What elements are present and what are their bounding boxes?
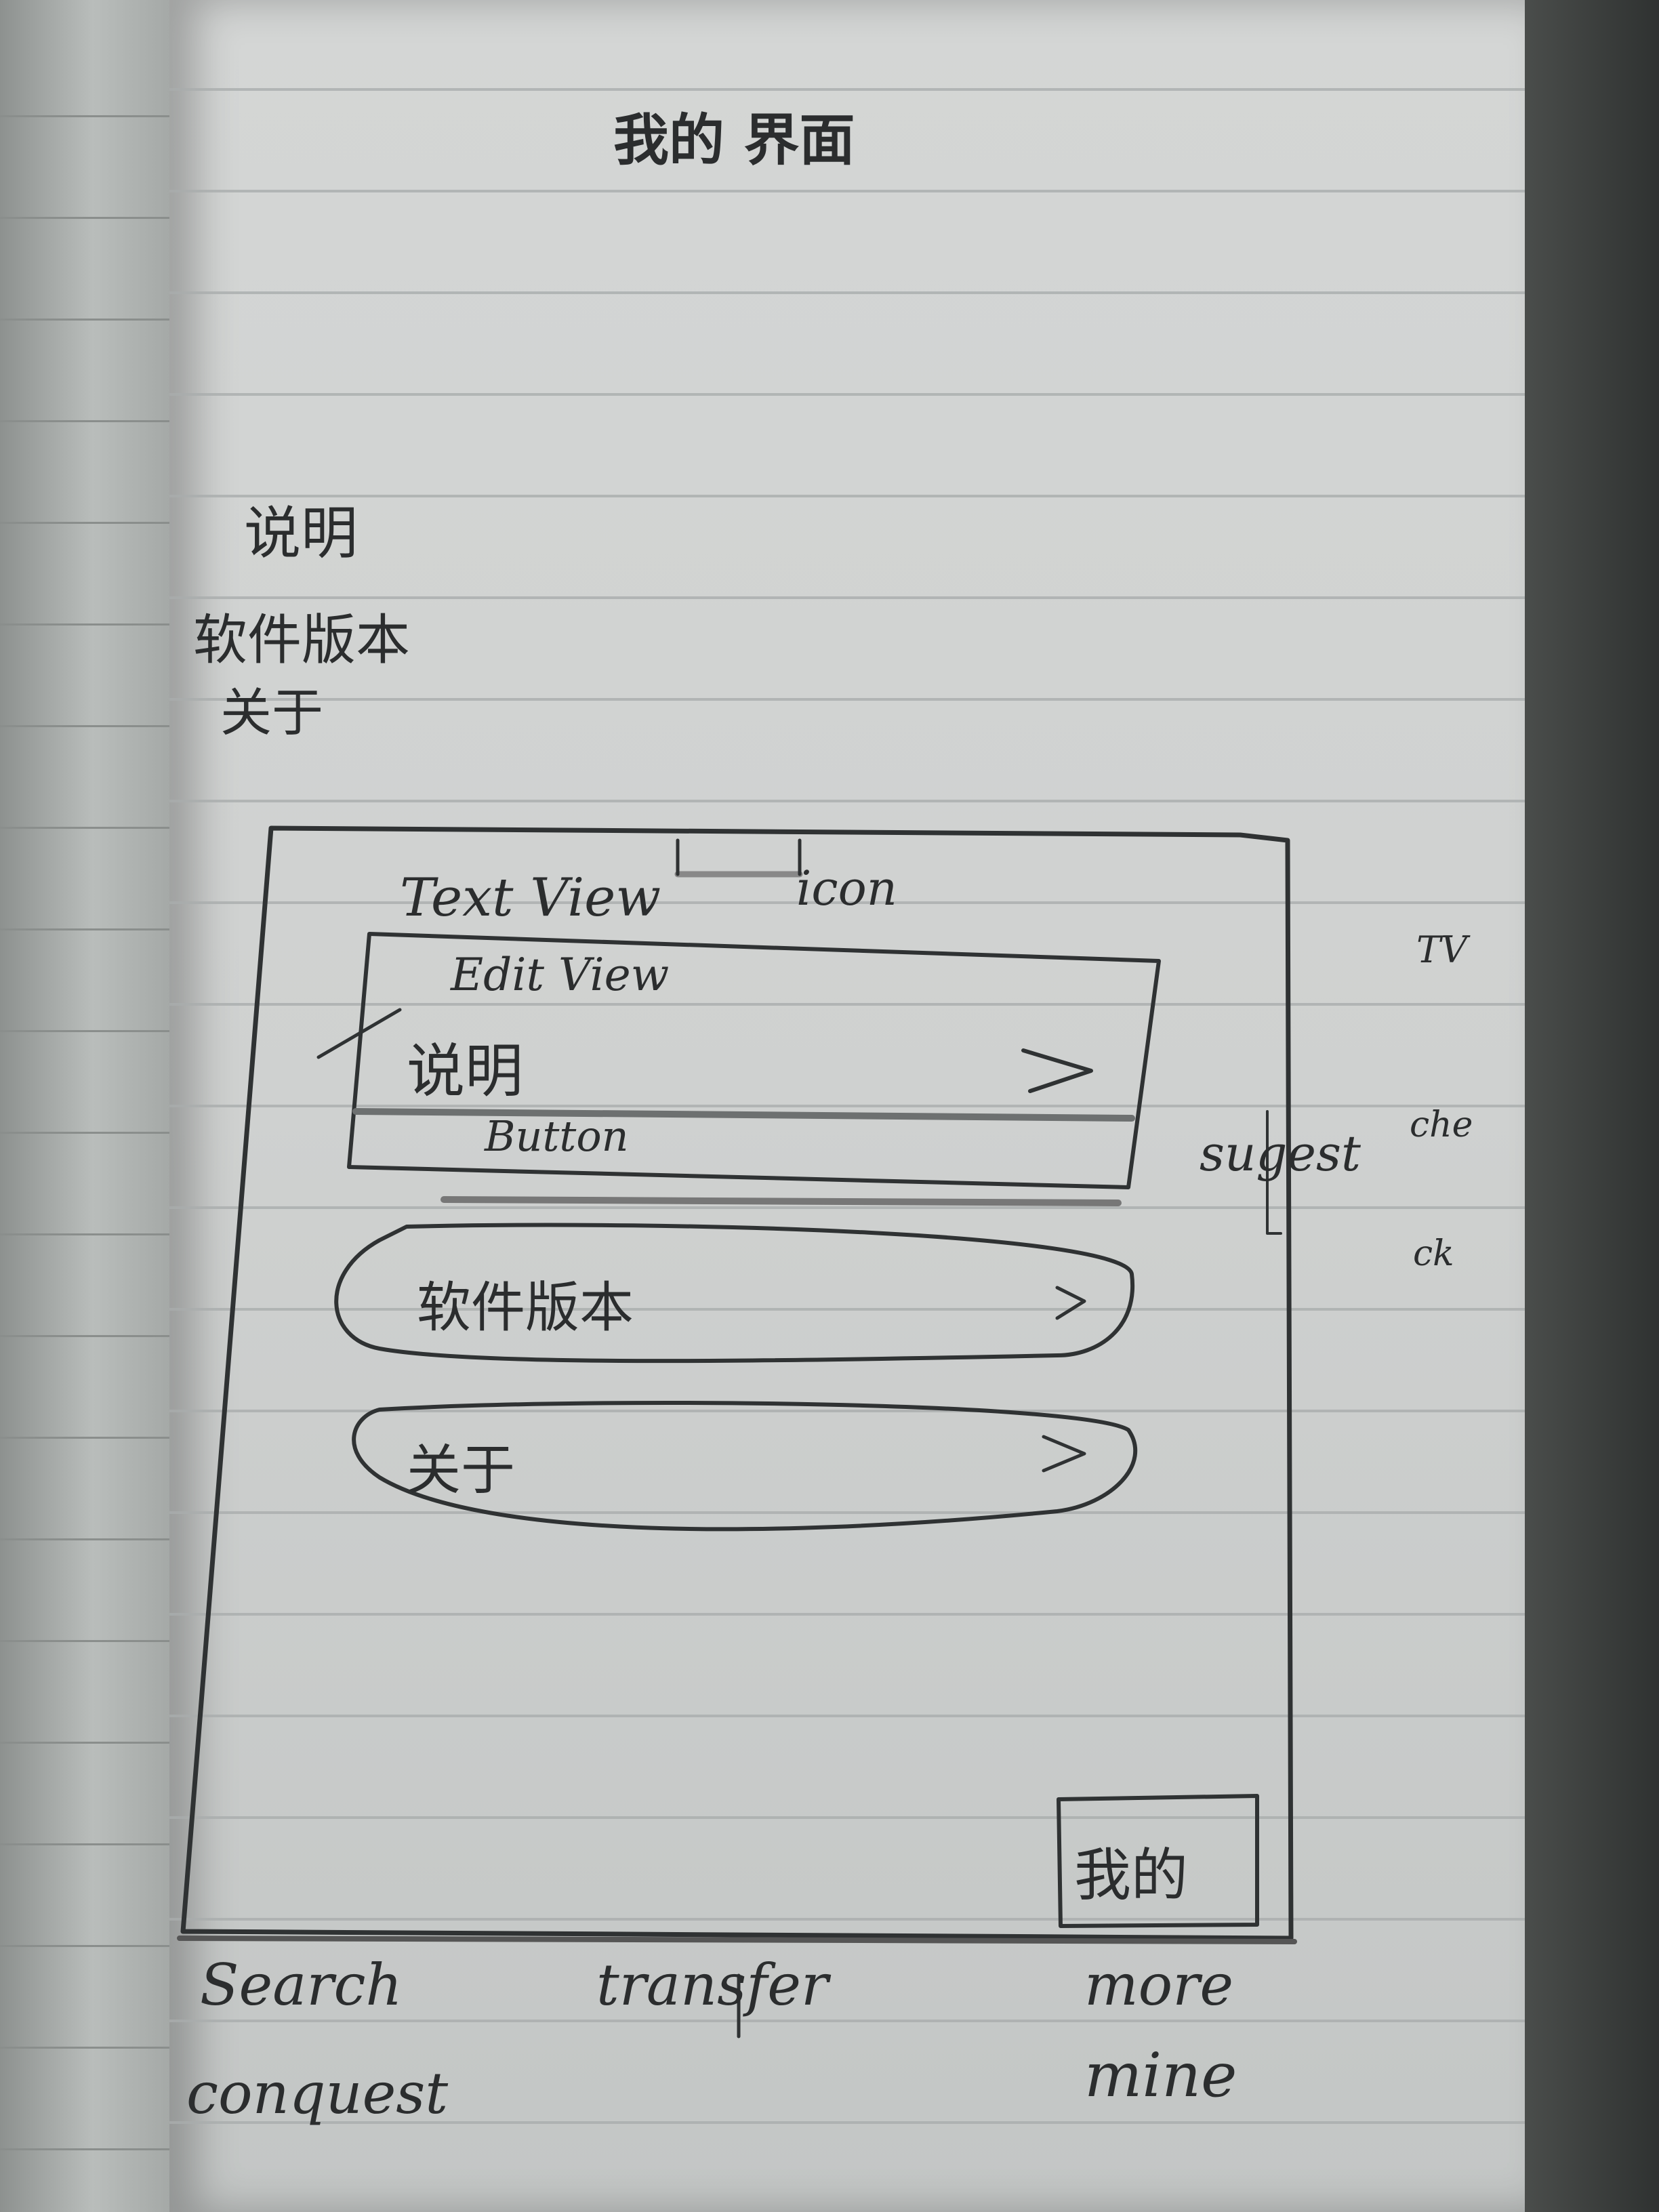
side-note-suggest: sugest: [1200, 1125, 1361, 1182]
corner-button-box: [1057, 1794, 1259, 1928]
left-page-line: [0, 1437, 169, 1439]
ruled-line: [169, 1410, 1525, 1412]
ruled-line: [169, 393, 1525, 396]
side-note-check-b: ck: [1413, 1233, 1454, 1274]
tab-conquest-label: conquest: [186, 2060, 449, 2127]
side-note-tv: TV: [1416, 928, 1468, 971]
left-page-line: [0, 928, 169, 930]
row1-label: 说明: [407, 1038, 523, 1105]
left-page-line: [0, 420, 169, 422]
left-page-line: [0, 1030, 169, 1032]
header-icon-label: icon: [796, 861, 897, 916]
row2-pill: [334, 1223, 1135, 1364]
ruled-line: [169, 190, 1525, 192]
ruled-line: [169, 1715, 1525, 1717]
left-page-line: [0, 115, 169, 117]
ruled-line: [169, 1105, 1525, 1107]
left-page-line: [0, 2047, 169, 2049]
tab-mine-label: mine: [1084, 2040, 1237, 2111]
tab-transfer-label: transfer: [596, 1952, 829, 2018]
ruled-line: [169, 1816, 1525, 1819]
ruled-line: [169, 2121, 1525, 2124]
sketch-title: 我的 界面: [613, 108, 855, 173]
note-about: 关于: [220, 682, 323, 743]
ruled-line: [169, 698, 1525, 701]
row3-pill: [352, 1401, 1138, 1532]
ruled-line: [169, 291, 1525, 294]
tab-more-label: more: [1084, 1952, 1234, 2018]
ruled-line: [169, 88, 1525, 91]
ruled-line: [169, 495, 1525, 497]
side-note-check-a: che: [1410, 1105, 1473, 1145]
note-shuoming: 说明: [244, 500, 359, 567]
page-shadow: [1525, 0, 1659, 2212]
left-page-line: [0, 1640, 169, 1642]
ruled-line: [169, 1511, 1525, 1514]
ruled-line: [169, 901, 1525, 904]
left-page-line: [0, 1233, 169, 1235]
ruled-line: [169, 1206, 1525, 1209]
left-page-line: [0, 319, 169, 321]
row3-label: 关于: [407, 1439, 515, 1502]
left-page-line: [0, 1945, 169, 1947]
button-label: Button: [485, 1111, 629, 1161]
ruled-line: [169, 1003, 1525, 1006]
left-page-line: [0, 623, 169, 626]
row2-label: 软件版本: [417, 1276, 634, 1339]
left-page-line: [0, 725, 169, 727]
edit-view-label: Edit View: [451, 949, 670, 1001]
ruled-line: [169, 2020, 1525, 2022]
left-page-line: [0, 1335, 169, 1337]
ruled-line: [169, 1918, 1525, 1921]
header-text-view: Text View: [400, 867, 661, 928]
left-page-line: [0, 217, 169, 219]
corner-button-label: 我的: [1074, 1842, 1189, 1908]
phone-outline: [180, 825, 1294, 1941]
left-page-line: [0, 1538, 169, 1540]
note-version: 软件版本: [193, 609, 410, 672]
left-page-edge: [0, 0, 169, 2212]
left-page-line: [0, 1843, 169, 1845]
ruled-line: [169, 1308, 1525, 1311]
left-page-line: [0, 827, 169, 829]
ruled-line: [169, 1613, 1525, 1616]
group-box: [347, 932, 1161, 1189]
left-page-line: [0, 1742, 169, 1744]
left-page-line: [0, 522, 169, 524]
left-page-line: [0, 2148, 169, 2150]
left-page-line: [0, 1132, 169, 1134]
ruled-line: [169, 800, 1525, 802]
tab-search-label: Search: [200, 1952, 403, 2018]
ruled-line: [169, 596, 1525, 599]
